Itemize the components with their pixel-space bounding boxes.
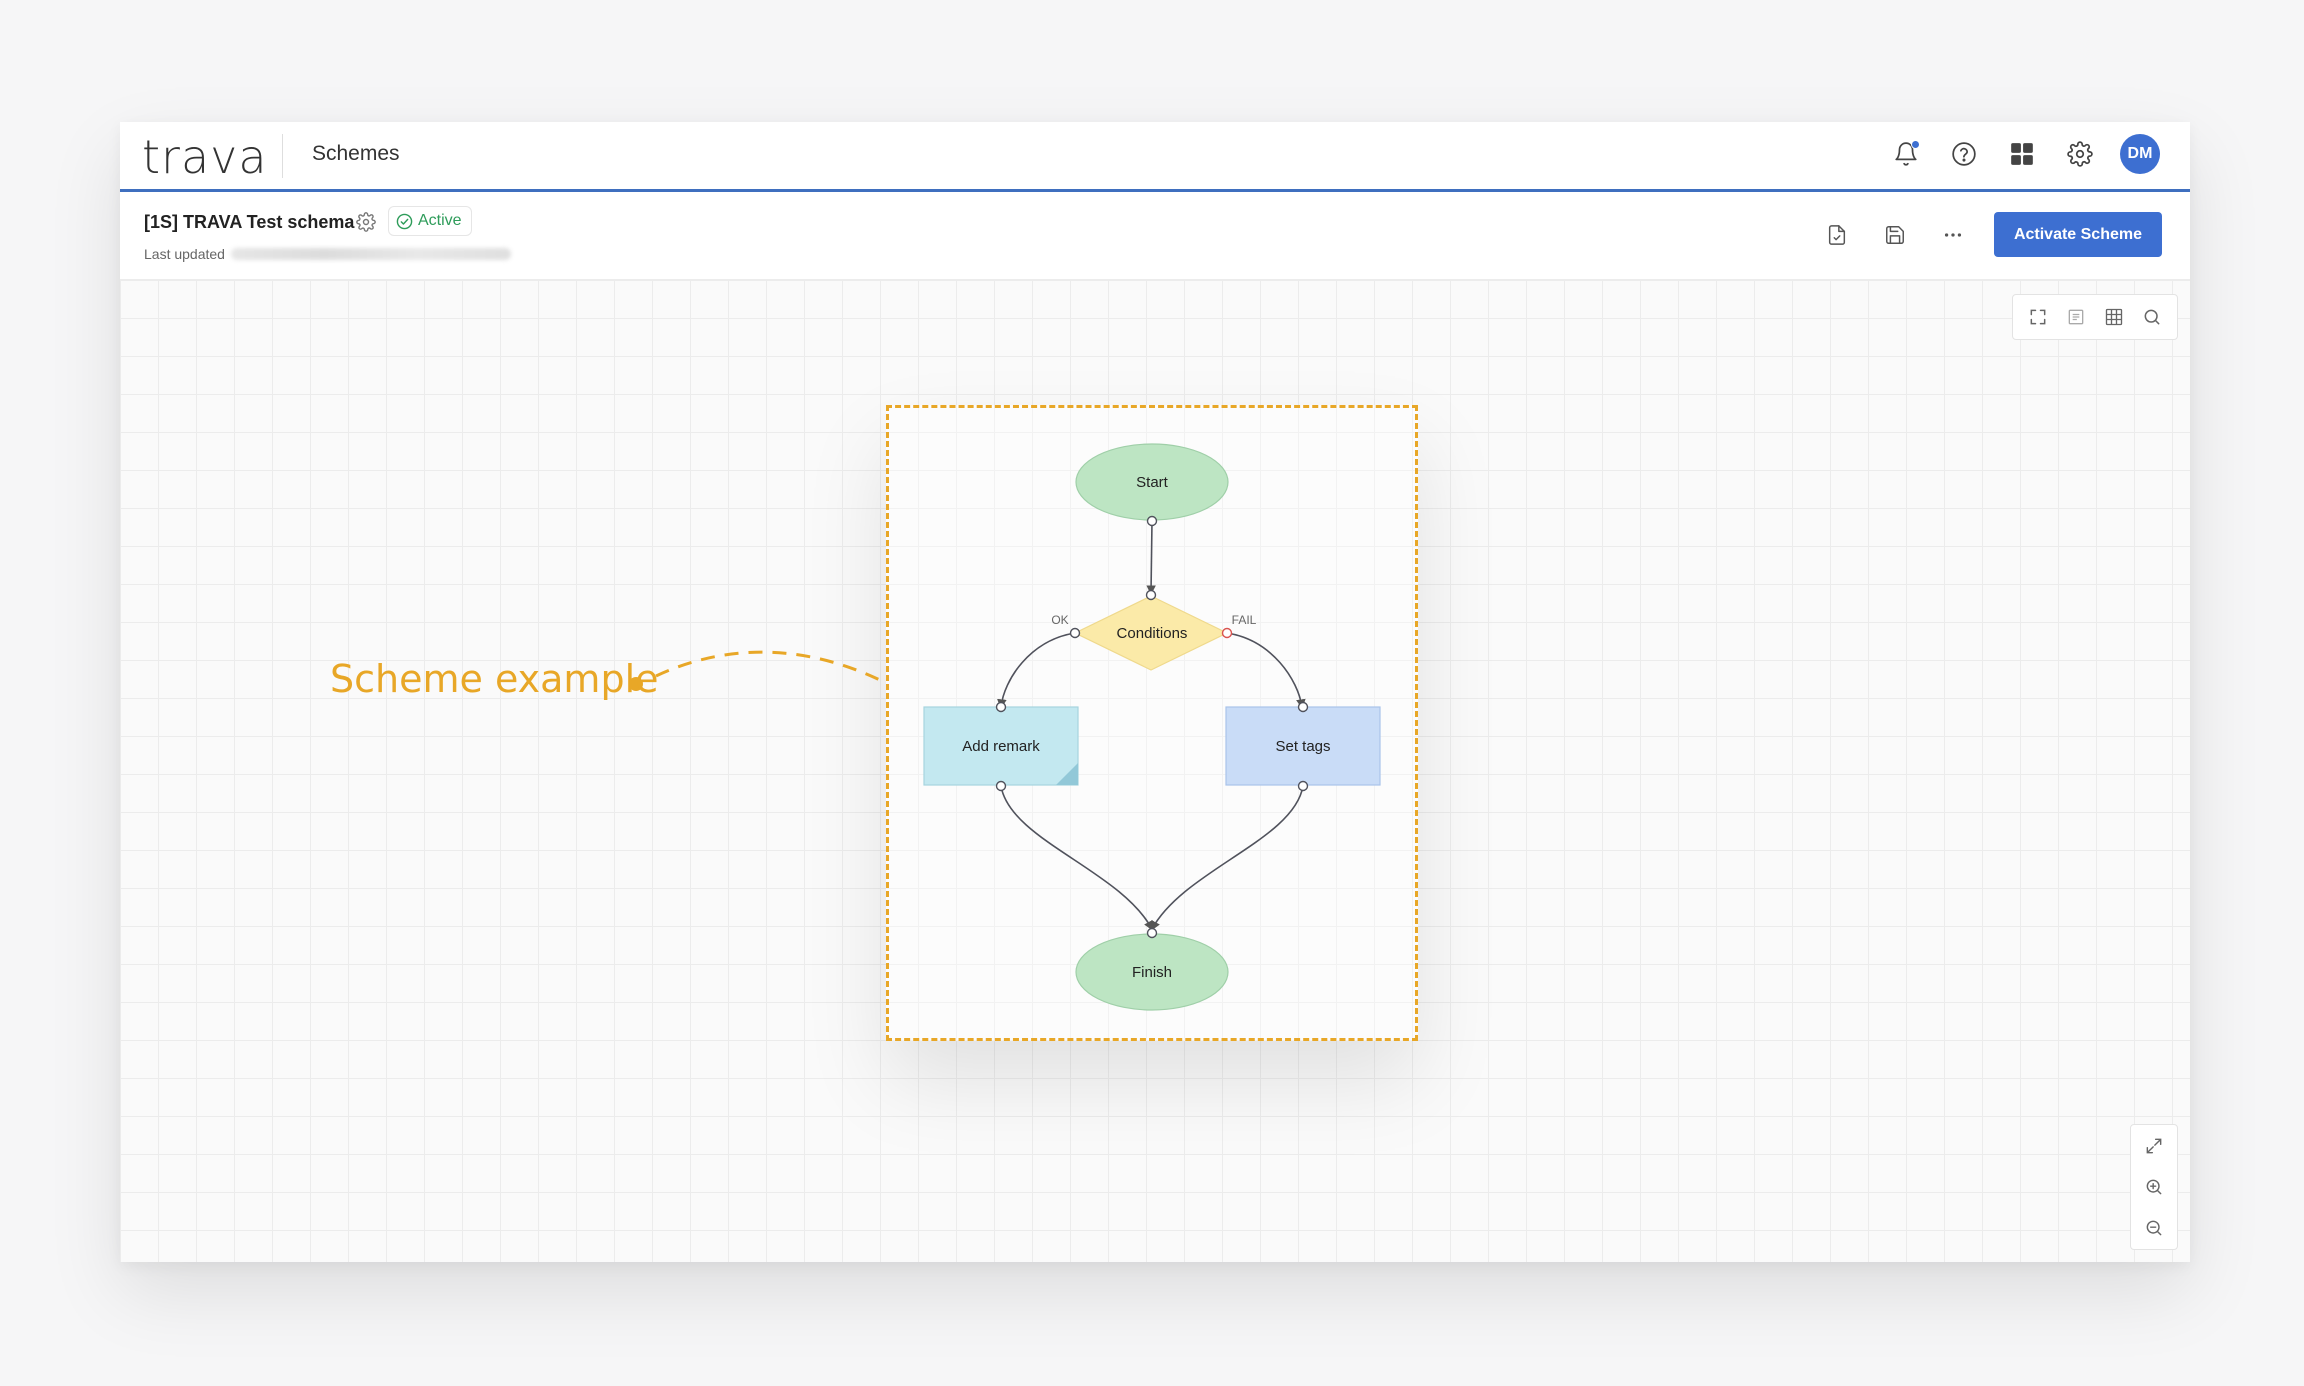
port[interactable]	[997, 703, 1006, 712]
port[interactable]	[1147, 591, 1156, 600]
edge-start-conditions	[1151, 521, 1152, 593]
node-conditions[interactable]: Conditions	[1075, 596, 1227, 670]
node-set-tags-label: Set tags	[1275, 738, 1330, 755]
edge-label-fail: FAIL	[1232, 613, 1257, 627]
node-start-label: Start	[1136, 474, 1169, 491]
node-finish[interactable]: Finish	[1076, 934, 1228, 1010]
node-add-remark[interactable]: Add remark	[924, 707, 1078, 785]
port[interactable]	[1148, 929, 1157, 938]
port[interactable]	[1299, 782, 1308, 791]
node-add-remark-label: Add remark	[962, 738, 1040, 755]
edge-conditions-set-tags	[1227, 633, 1302, 707]
annotation-connector	[629, 652, 886, 691]
node-start[interactable]: Start	[1076, 444, 1228, 520]
node-finish-label: Finish	[1132, 964, 1172, 981]
port[interactable]	[997, 782, 1006, 791]
port-fail[interactable]	[1223, 629, 1232, 638]
edge-label-ok: OK	[1051, 613, 1068, 627]
port[interactable]	[1299, 703, 1308, 712]
annotation-text: Scheme example	[330, 657, 659, 701]
node-set-tags[interactable]: Set tags	[1226, 707, 1380, 785]
edge-add-remark-finish	[1001, 786, 1152, 929]
annotation-dashed-line	[656, 652, 886, 683]
edge-conditions-add-remark	[1001, 633, 1075, 707]
port[interactable]	[1071, 629, 1080, 638]
port[interactable]	[1148, 517, 1157, 526]
node-conditions-label: Conditions	[1117, 625, 1188, 642]
edge-set-tags-finish	[1152, 786, 1303, 929]
